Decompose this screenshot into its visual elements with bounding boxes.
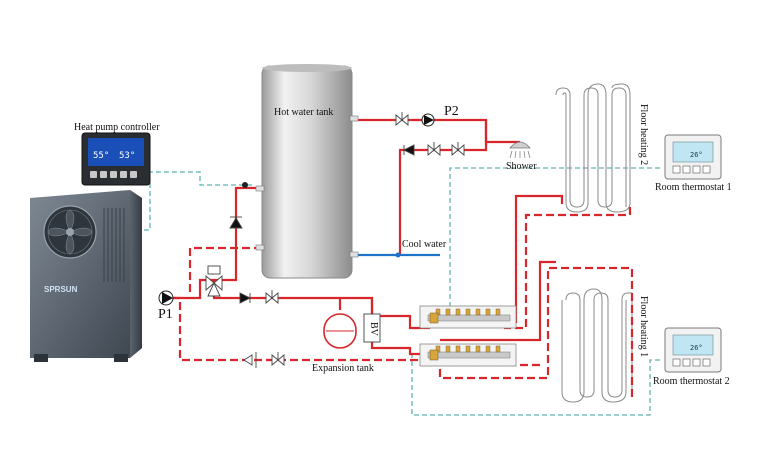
ball-valve-icon[interactable]	[265, 290, 279, 304]
controller-button[interactable]	[100, 171, 107, 178]
shower-return-pipe	[398, 120, 488, 255]
hot-water-tank	[255, 64, 359, 279]
valves	[205, 112, 465, 368]
return-pipes	[160, 207, 634, 397]
bv-label: BV	[368, 322, 379, 336]
signal-wires	[140, 167, 660, 416]
supply-to-coil2	[440, 194, 564, 324]
floor-heating-1-label: Floor heating 1	[638, 296, 649, 358]
floor-heating-2-label: Floor heating 2	[638, 104, 649, 166]
check-valve-icon	[239, 292, 252, 304]
manifold-return	[419, 343, 517, 367]
floor-heating-coil-1	[561, 288, 633, 403]
heat-pump-controller-label: Heat pump controller	[74, 122, 160, 133]
check-valve-icon	[243, 352, 257, 368]
three-way-valve-icon[interactable]	[205, 265, 223, 297]
controller-button[interactable]	[110, 171, 117, 178]
heat-pump-controller[interactable]: 55° 53°	[81, 132, 151, 186]
pump-p2-label: P2	[444, 104, 459, 119]
coil2-return-pipe	[504, 207, 632, 330]
room-thermostat-2[interactable]: 26°	[664, 327, 722, 373]
manifold-supply	[419, 305, 517, 329]
tank-to-shower-pipe	[354, 118, 520, 144]
thermostat2-wire	[411, 355, 660, 416]
tank-return-pipe	[188, 246, 262, 296]
ball-valve-icon[interactable]	[427, 142, 441, 156]
shower-head-icon	[509, 141, 531, 159]
ball-valve-icon[interactable]	[395, 112, 409, 126]
shower-label: Shower	[506, 161, 537, 172]
coil1-return-pipe	[438, 266, 634, 397]
cool-water-line	[350, 252, 440, 258]
pump-p1-icon[interactable]	[158, 290, 174, 306]
floor-heating-coil-2	[555, 83, 631, 213]
heat-pump-brand-logo: SPRSUN	[44, 285, 78, 294]
room-thermostat-2-label: Room thermostat 2	[653, 376, 730, 387]
controller-temp-b: 53°	[119, 151, 135, 161]
heat-pump-unit: SPRSUN	[30, 190, 142, 362]
tank-sensor-icon	[242, 182, 248, 188]
supply-to-coil1	[440, 260, 556, 342]
main-return-pipe	[160, 296, 428, 362]
controller-temp-a: 55°	[93, 151, 109, 161]
controller-button[interactable]	[130, 171, 137, 178]
thermostat1-wire	[449, 167, 660, 315]
fan-icon	[43, 205, 97, 259]
thermostat2-temp: 26°	[690, 344, 703, 352]
hot-water-tank-label: Hot water tank	[274, 107, 334, 118]
cool-water-label: Cool water	[402, 239, 447, 250]
expansion-tank	[323, 313, 357, 349]
ball-valve-icon[interactable]	[271, 352, 285, 366]
controller-button[interactable]	[90, 171, 97, 178]
p1-to-manifold-pipe	[212, 280, 430, 330]
expansion-tank-label: Expansion tank	[312, 363, 374, 374]
pump-p2-icon[interactable]	[421, 113, 435, 127]
room-thermostat-1[interactable]: 26°	[664, 134, 722, 180]
ball-valve-icon[interactable]	[451, 142, 465, 156]
pump-p1-label: P1	[158, 307, 173, 322]
room-thermostat-1-label: Room thermostat 1	[655, 182, 732, 193]
check-valve-icon	[402, 144, 415, 156]
controller-button[interactable]	[120, 171, 127, 178]
bypass-valve[interactable]	[363, 313, 381, 343]
controller-to-tank-wire	[148, 171, 252, 186]
thermostat1-temp: 26°	[690, 151, 703, 159]
check-valve-icon	[229, 216, 243, 229]
